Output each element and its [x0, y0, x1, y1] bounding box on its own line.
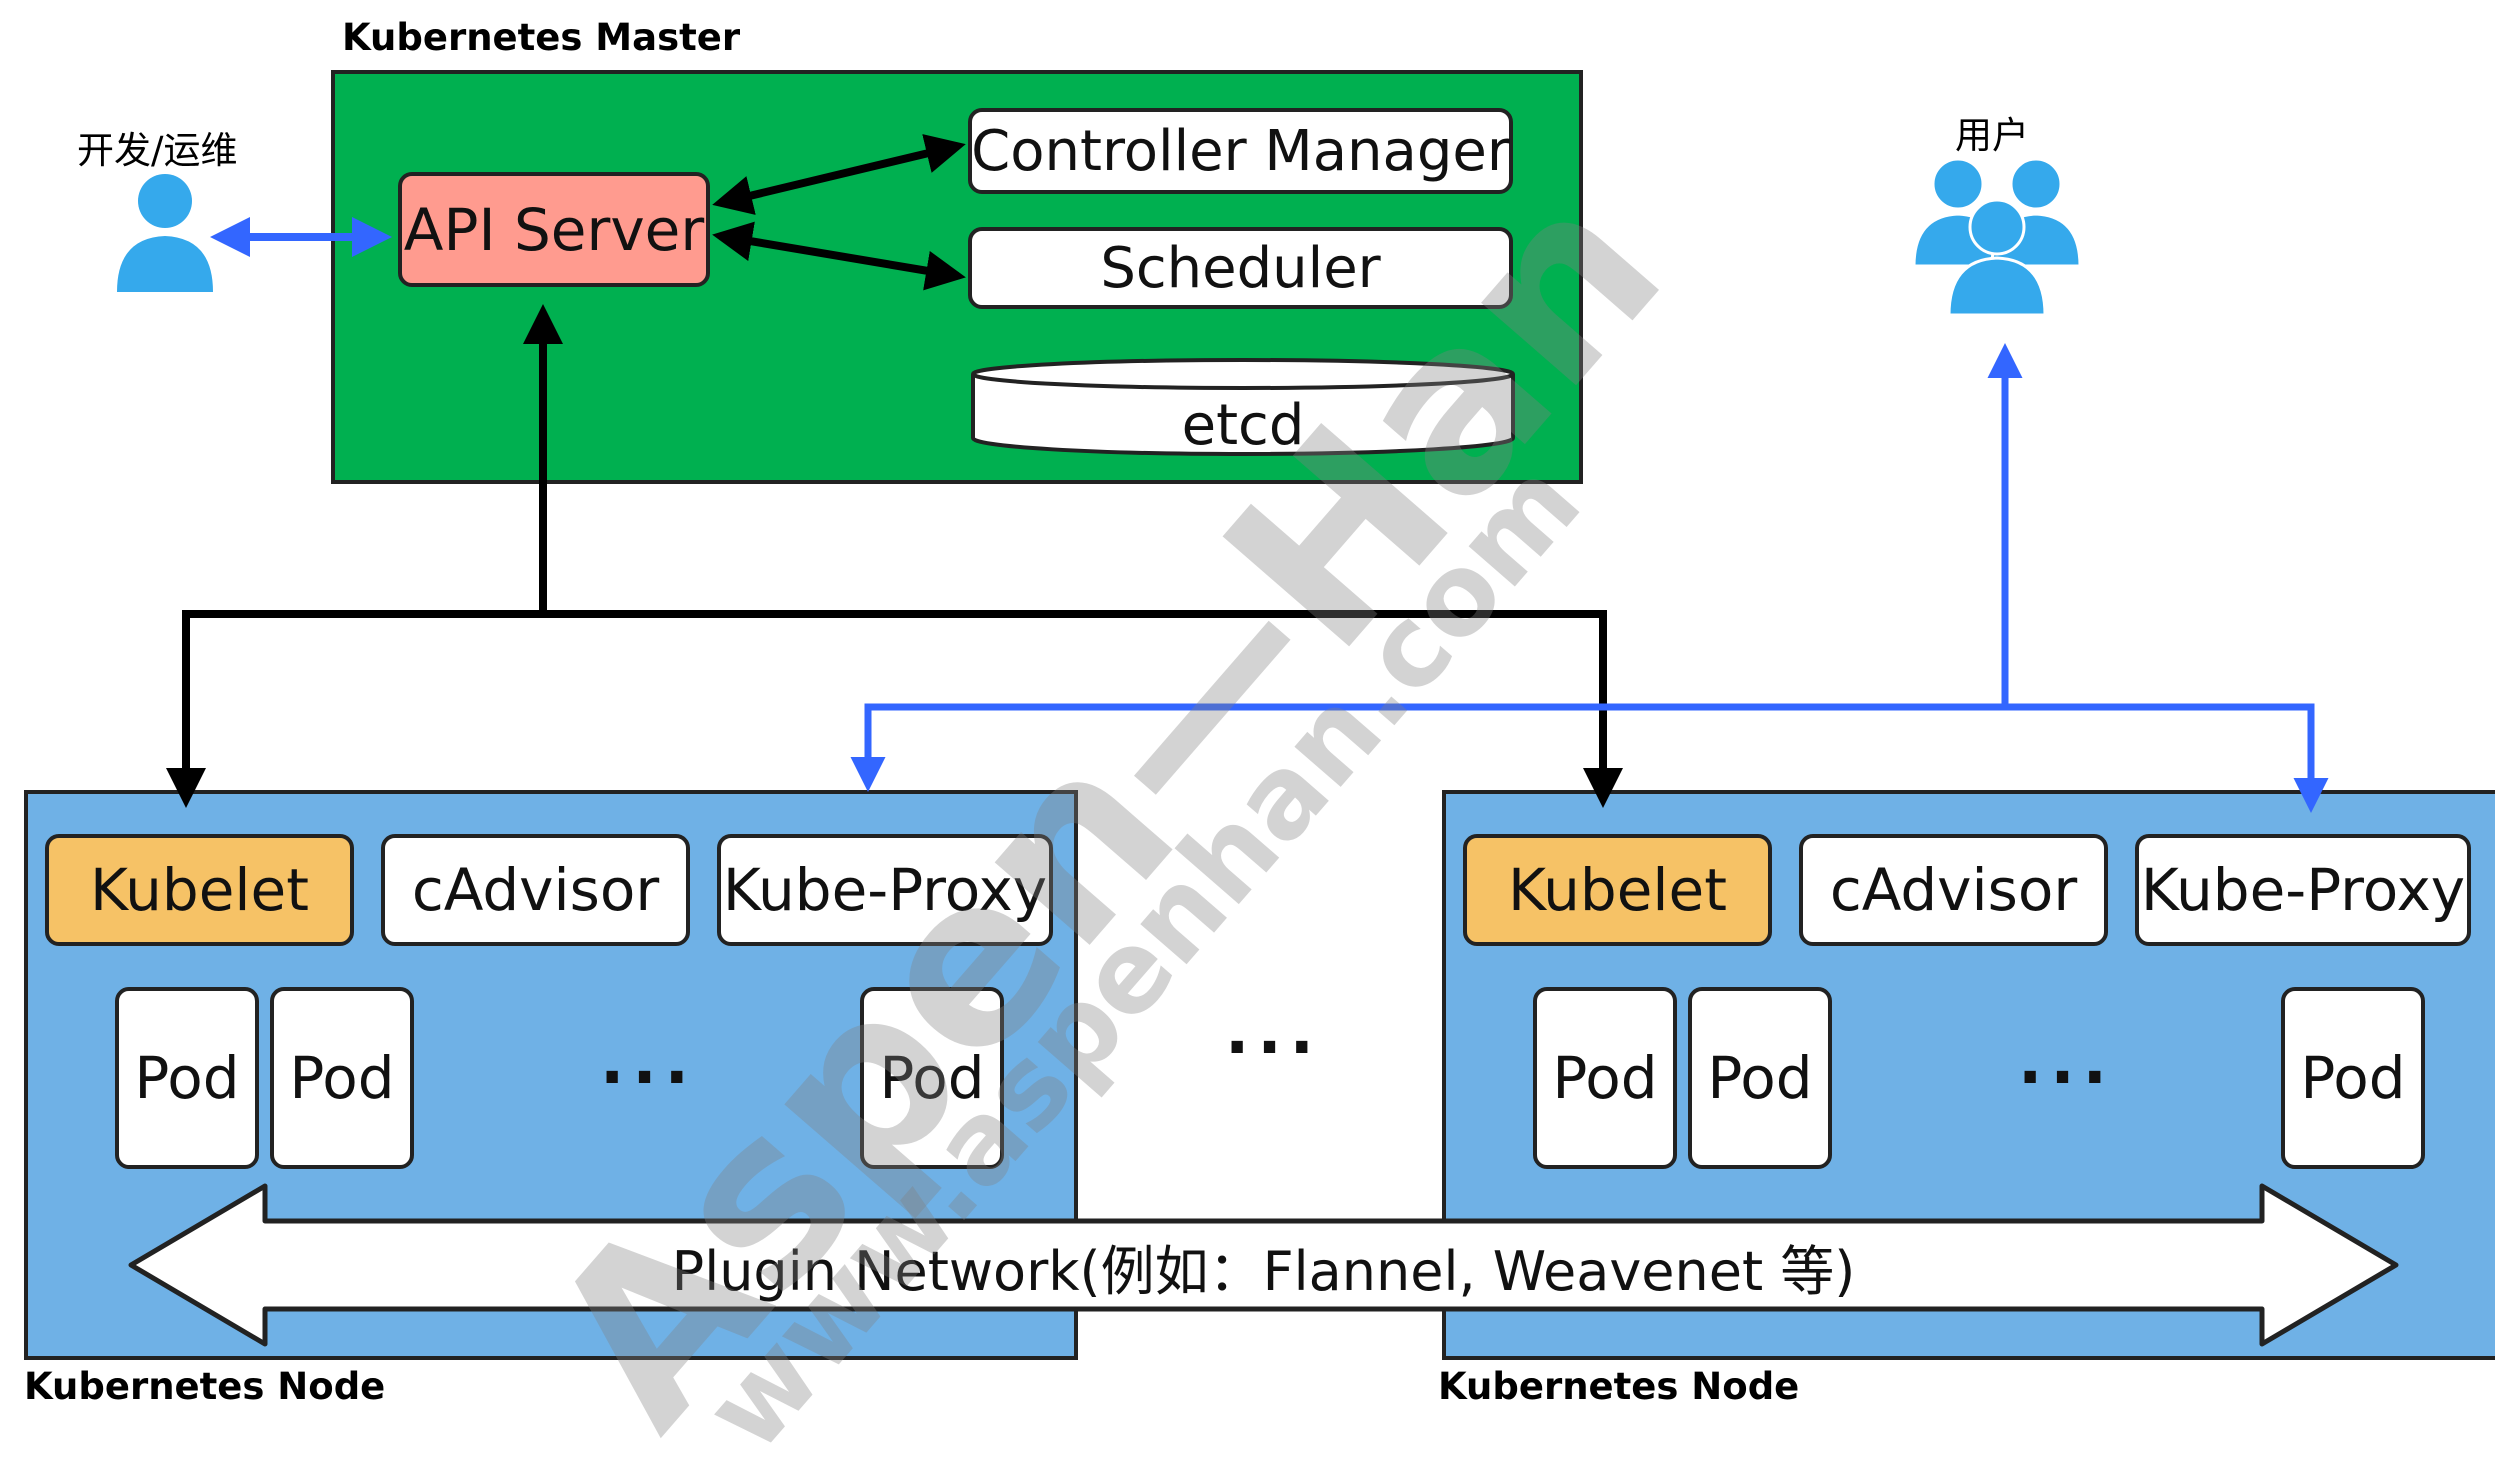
plugin-network-arrow — [128, 1183, 2399, 1347]
devops-icon — [117, 174, 213, 292]
node-1-ellipsis: ... — [600, 1025, 697, 1099]
node-1-pod: Pod — [270, 987, 414, 1169]
devops-label: 开发/运维 — [77, 129, 238, 172]
node-1-pod: Pod — [860, 987, 1004, 1169]
controller-manager-box: Controller Manager — [968, 108, 1513, 194]
api-scheduler-arrow — [712, 221, 966, 291]
scheduler-box: Scheduler — [968, 227, 1513, 309]
node-2-pod: Pod — [2281, 987, 2425, 1169]
etcd-label: etcd — [1181, 392, 1305, 458]
plugin-network-label: Plugin Network(例如：Flannel, Weavenet 等) — [671, 1239, 1856, 1303]
node-2-cadvisor: cAdvisor — [1799, 834, 2108, 946]
connectors — [117, 134, 2399, 1347]
node-2-title: Kubernetes Node — [1438, 1365, 1800, 1408]
api-controller-arrow — [712, 134, 966, 215]
node-2-pod: Pod — [1688, 987, 1832, 1169]
users-icon — [1912, 157, 2082, 317]
node-2-pod: Pod — [1533, 987, 1677, 1169]
node-1-title: Kubernetes Node — [24, 1365, 386, 1408]
users-label: 用户 — [1955, 114, 2029, 157]
node-2-kubelet: Kubelet — [1463, 834, 1772, 946]
kubernetes-architecture-diagram: Kubernetes Master API Server Controller … — [24, 16, 2495, 1475]
node-1-pod: Pod — [115, 987, 259, 1169]
node-2-ellipsis: ... — [2018, 1025, 2115, 1099]
api-server-box: API Server — [398, 172, 710, 287]
node-1-kubelet: Kubelet — [45, 834, 354, 946]
node-2-kube-proxy: Kube-Proxy — [2135, 834, 2471, 946]
proxy-bus — [850, 703, 2329, 813]
etcd-cylinder — [971, 358, 1515, 456]
master-title: Kubernetes Master — [342, 16, 741, 59]
between-nodes-ellipsis: ... — [1225, 995, 1322, 1069]
node-1-cadvisor: cAdvisor — [381, 834, 690, 946]
node-1-kube-proxy: Kube-Proxy — [717, 834, 1053, 946]
